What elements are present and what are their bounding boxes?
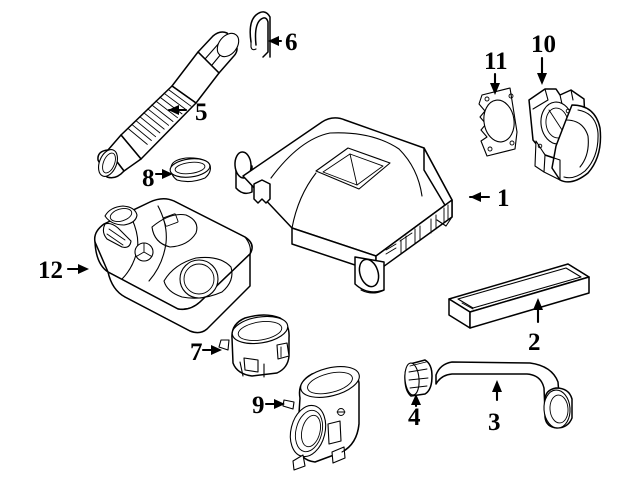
callout-arrow-4 (411, 394, 421, 408)
callout-arrows (66, 36, 547, 409)
callout-label-9: 9 (252, 392, 265, 419)
callout-arrow-7 (201, 345, 222, 355)
part-11-throttle-body-gasket (478, 87, 518, 157)
part-12-engine-cover (93, 198, 253, 334)
callout-label-8: 8 (142, 165, 155, 192)
callout-arrow-8 (154, 169, 173, 179)
callout-label-4: 4 (408, 404, 421, 431)
part-2-air-filter-element (448, 263, 590, 329)
callout-arrow-6 (268, 36, 283, 46)
callout-arrow-12 (66, 264, 89, 274)
callout-label-6: 6 (285, 29, 298, 56)
callout-label-1: 1 (497, 185, 510, 212)
callout-label-10: 10 (531, 31, 556, 58)
callout-arrow-1 (468, 192, 491, 202)
callout-label-2: 2 (528, 329, 541, 356)
part-1-air-cleaner-housing (234, 117, 453, 294)
part-9-elbow-duct (282, 366, 360, 471)
callout-label-12: 12 (38, 257, 63, 284)
part-4-hose-clamp (404, 359, 433, 397)
callout-arrow-11 (490, 72, 500, 95)
part-8-oval-seal-ring (169, 157, 211, 183)
callout-arrow-5 (167, 105, 188, 115)
callout-label-11: 11 (484, 48, 508, 75)
callout-arrow-3 (492, 380, 502, 402)
part-3-air-intake-hose (435, 361, 573, 429)
part-6-spring-clip (249, 11, 271, 58)
callout-label-7: 7 (190, 339, 203, 366)
callout-label-3: 3 (488, 409, 501, 436)
callout-arrow-9 (264, 399, 285, 409)
callout-arrow-2 (533, 298, 543, 324)
part-10-throttle-body (528, 88, 602, 183)
callout-arrow-10 (537, 56, 547, 85)
part-5-flexible-intake-duct (97, 31, 240, 179)
callout-label-5: 5 (195, 99, 208, 126)
part-7-duct-collar (218, 314, 290, 378)
